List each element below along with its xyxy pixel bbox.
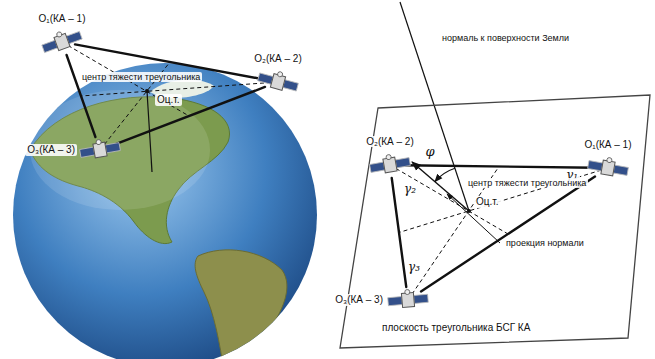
solar-panel xyxy=(588,161,603,171)
satellite-node: O₃(КА – 3) xyxy=(395,287,421,313)
satellite-antenna xyxy=(606,157,612,163)
satellite-label: O₃(КА – 3) xyxy=(25,144,77,156)
normal-projection-arrow xyxy=(412,162,469,211)
plane-outline xyxy=(340,95,650,348)
triangle-side xyxy=(67,55,96,137)
triangle-side xyxy=(113,87,265,145)
annotation-label: Oц.т. xyxy=(474,196,501,208)
plane-region: плоскость треугольника БСГ КА O₂(КА – 2) O… xyxy=(340,95,650,348)
solar-panel xyxy=(80,147,95,157)
satellite-body xyxy=(587,154,629,178)
continents xyxy=(30,80,287,359)
annotation-label: центр тяжести треугольника xyxy=(466,178,588,188)
centroid-dot xyxy=(467,209,471,213)
centroid-dot xyxy=(145,89,149,93)
satellite-body xyxy=(257,67,300,94)
satellite-label: O₃(КА – 3) xyxy=(333,294,385,306)
satellite-body xyxy=(40,25,84,55)
annotation-label: центр тяжести треугольника xyxy=(80,72,202,82)
angle-arc xyxy=(435,168,455,181)
annotation-label: проекция нормали xyxy=(504,238,586,248)
satellite-icon xyxy=(395,287,421,313)
satellite-node: O₂(КА – 2) xyxy=(377,152,403,178)
triangle-side xyxy=(421,177,595,292)
satellite-icon xyxy=(595,155,621,181)
plane-label: плоскость треугольника БСГ КА xyxy=(380,322,532,334)
satellite-node: O₃(КА – 3) xyxy=(87,137,113,163)
satellite-node: O₁(КА – 1) xyxy=(595,155,621,181)
annotation-label: Oц.т. xyxy=(155,94,182,106)
plane-parallelogram xyxy=(340,95,650,348)
solar-panel xyxy=(283,80,299,91)
satellite-node: O₂(КА – 2) xyxy=(265,69,291,95)
leader-arrow xyxy=(447,194,500,243)
solar-panel xyxy=(258,73,274,84)
satellite-node: O₁(КА – 1) xyxy=(49,29,75,55)
satellite-antenna xyxy=(96,139,102,145)
solar-panel xyxy=(388,297,403,306)
angle-symbol: φ xyxy=(423,145,436,160)
satellite-body xyxy=(387,288,428,309)
satellite-icon xyxy=(377,152,403,178)
angle-symbol: γ₂ xyxy=(402,183,418,197)
satellite-label: O₁(КА – 1) xyxy=(37,13,88,25)
median-line xyxy=(390,165,508,234)
satellite-antenna xyxy=(277,71,283,77)
satellite-label: O₁(КА – 1) xyxy=(583,139,634,151)
solar-panel xyxy=(395,158,410,168)
solar-panel xyxy=(105,143,120,153)
satellite-antenna xyxy=(405,289,410,294)
south-america xyxy=(195,250,287,359)
solar-panel xyxy=(414,294,429,303)
satellite-label: O₂(КА – 2) xyxy=(364,136,416,148)
triangle-side xyxy=(403,165,595,168)
solar-panel xyxy=(613,165,628,175)
annotation-label: нормаль к поверхности Земли xyxy=(440,33,571,43)
satellite-antenna xyxy=(56,31,62,37)
satellite-icon xyxy=(87,137,113,163)
satellite-body xyxy=(78,136,120,160)
satellite-label: O₂(КА – 2) xyxy=(252,53,304,65)
medians-left xyxy=(62,42,278,150)
medians-right xyxy=(390,165,608,300)
satellite-icon xyxy=(265,69,291,95)
satellite-body xyxy=(368,151,410,175)
angle-symbol: γ₃ xyxy=(406,261,422,275)
satellite-icon xyxy=(49,29,75,55)
satellite-antenna xyxy=(386,154,392,160)
solar-panel xyxy=(370,162,385,172)
satellite-bus xyxy=(54,33,70,50)
